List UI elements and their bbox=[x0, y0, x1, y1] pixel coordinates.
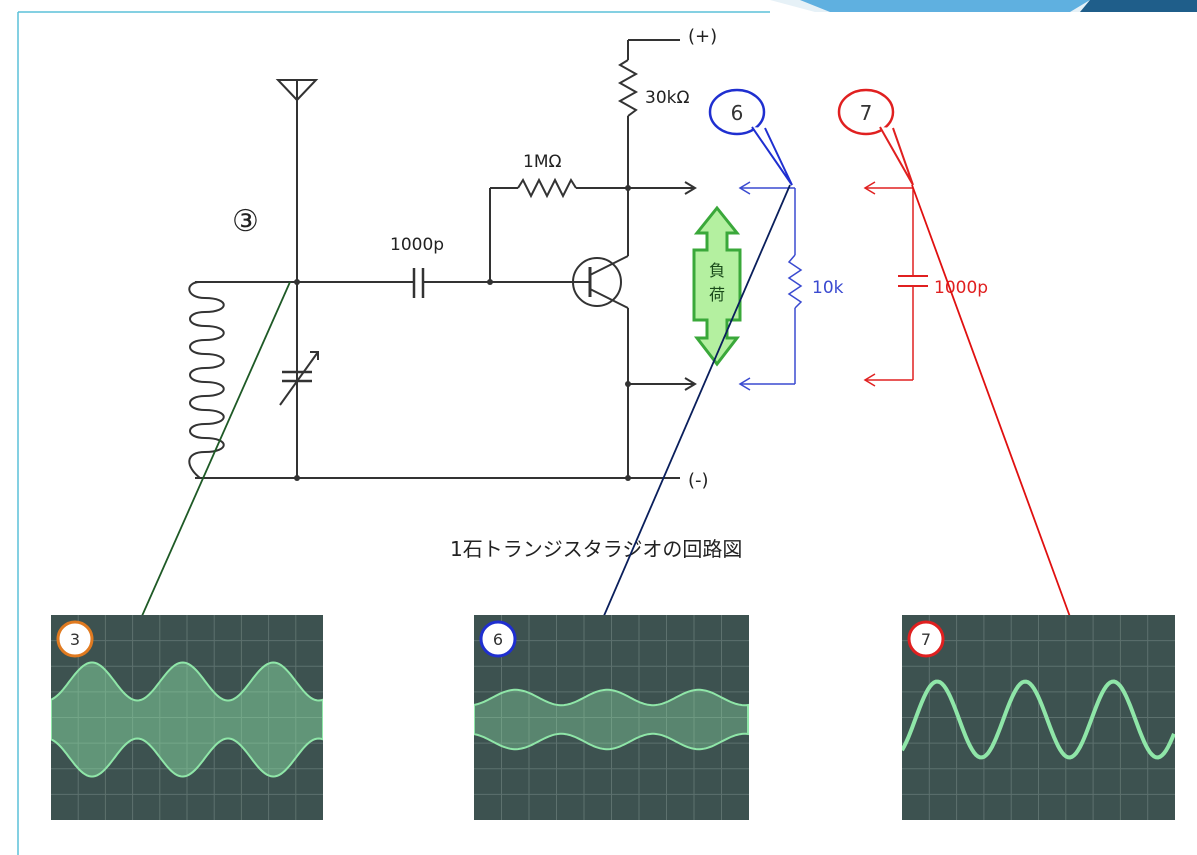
cap-coupling-label: 1000p bbox=[390, 235, 444, 255]
load-double-arrow bbox=[692, 205, 742, 367]
corner-decoration-blue bbox=[800, 0, 1090, 12]
diagram-caption: 1石トランジスタラジオの回路図 bbox=[450, 537, 742, 561]
load-label: 負 荷 bbox=[709, 261, 725, 304]
waveform-trace bbox=[902, 679, 1175, 760]
scope-badge-label: 3 bbox=[70, 630, 80, 649]
r-bias-label: 1MΩ bbox=[523, 152, 561, 172]
svg-text:負: 負 bbox=[709, 261, 725, 280]
minus-label: (-) bbox=[688, 470, 709, 491]
cap-load-label: 1000p bbox=[934, 278, 988, 298]
waveform-envelope bbox=[51, 661, 323, 778]
scope-panel-7: 7 bbox=[902, 615, 1175, 820]
scope-badge bbox=[907, 620, 945, 658]
connector-line-3 bbox=[137, 281, 291, 626]
resistor-1M bbox=[517, 177, 577, 199]
scope-badge-label: 7 bbox=[921, 630, 931, 649]
scope-panel-3: 3 bbox=[51, 615, 323, 820]
connector-line-6 bbox=[599, 184, 791, 626]
connector-line-7 bbox=[911, 184, 1074, 626]
load-10k-circuit bbox=[738, 181, 803, 391]
resistor-30k bbox=[617, 59, 639, 117]
variable-capacitor bbox=[279, 351, 319, 406]
point-3-label: ③ bbox=[232, 204, 259, 239]
svg-text:荷: 荷 bbox=[709, 285, 725, 304]
r-load-label: 10k bbox=[812, 278, 844, 298]
callout-6-label: 6 bbox=[731, 101, 744, 125]
coil-inductor bbox=[188, 281, 225, 479]
r-collector-label: 30kΩ bbox=[645, 88, 689, 108]
callout-7-label: 7 bbox=[860, 101, 873, 125]
scope-badge-label: 6 bbox=[493, 630, 503, 649]
plus-label: (+) bbox=[688, 26, 717, 47]
scope-panel-6: 6 bbox=[474, 615, 749, 820]
scope-badge bbox=[479, 620, 517, 658]
corner-decoration-dark bbox=[1080, 0, 1197, 12]
callout-7: 7 bbox=[837, 88, 914, 186]
load-1000p-circuit bbox=[863, 181, 928, 387]
transistor-icon bbox=[572, 257, 622, 307]
callout-6: 6 bbox=[708, 88, 793, 186]
waveform-envelope bbox=[474, 688, 749, 751]
resistor-10k bbox=[787, 254, 803, 309]
scope-badge bbox=[56, 620, 94, 658]
